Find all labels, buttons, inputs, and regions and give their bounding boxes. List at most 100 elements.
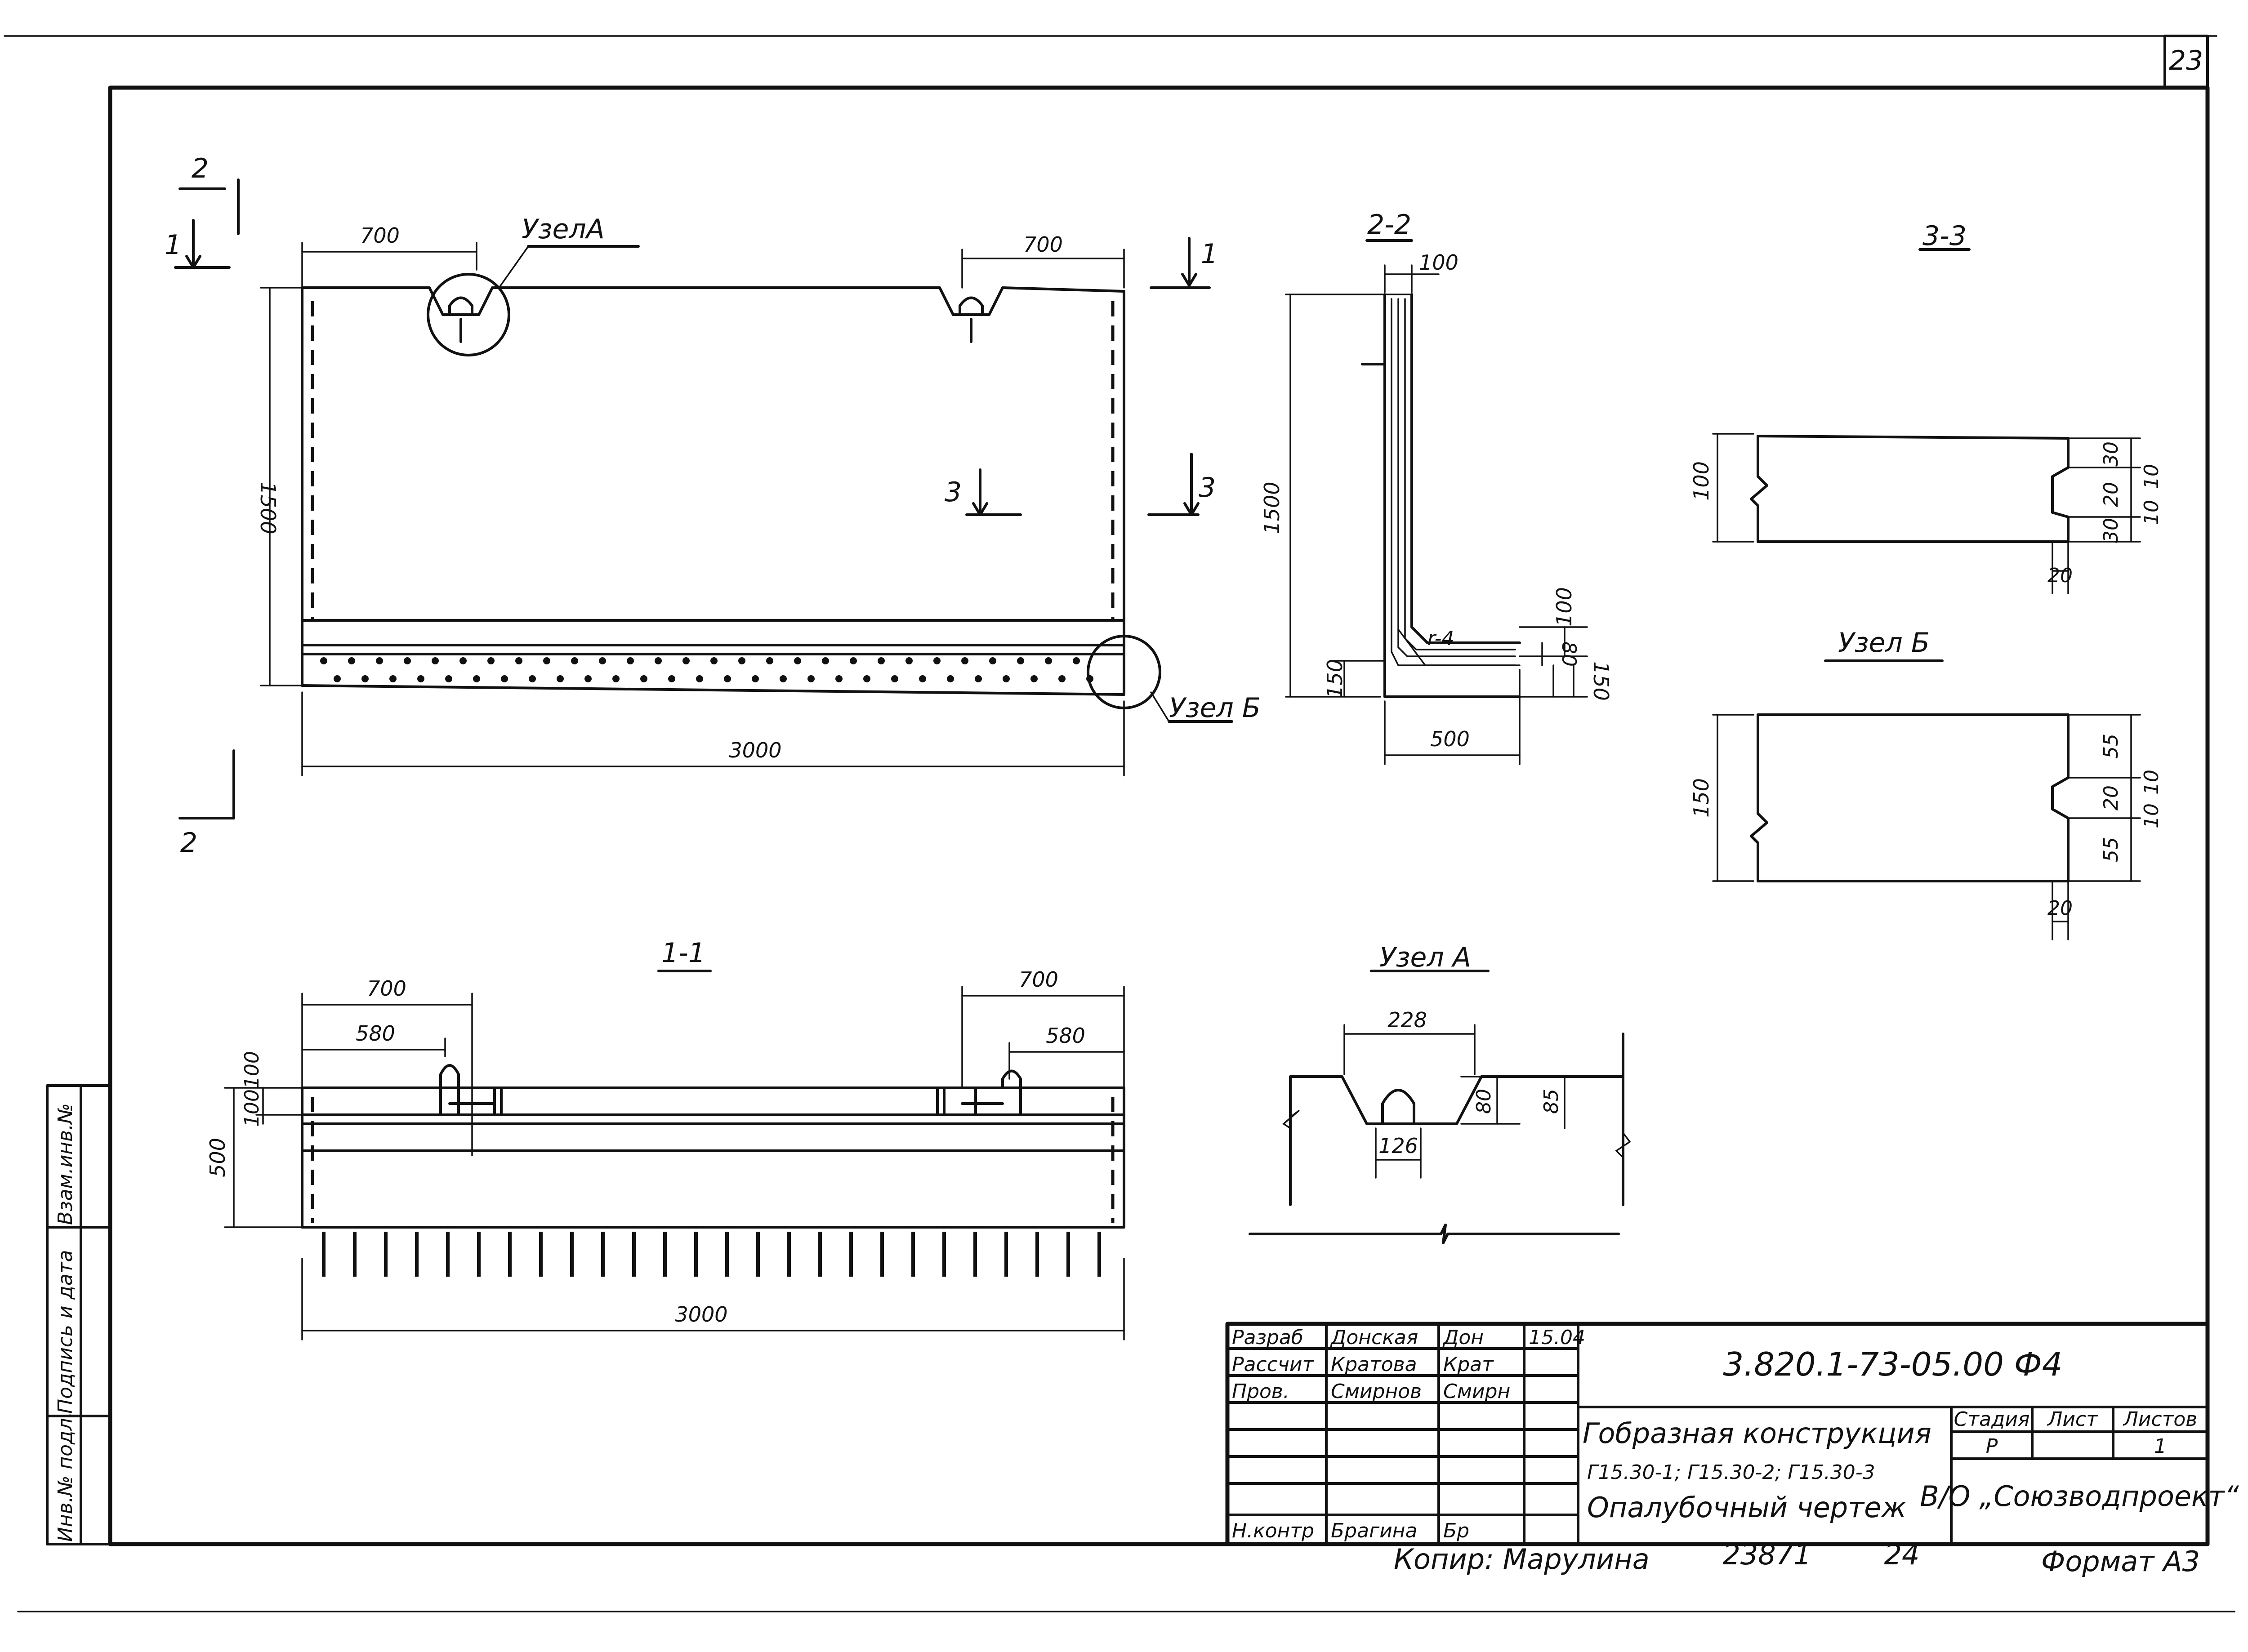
perforation-dot (487, 657, 495, 664)
nb-dim-20: 20 (2100, 785, 2123, 810)
node-a-detail (1249, 970, 1631, 1244)
na-dim-126: 126 (1378, 1134, 1418, 1158)
perforation-dot (933, 657, 941, 664)
perforation-dot (640, 675, 647, 682)
perforation-dot (557, 675, 564, 682)
perforation-dot (320, 657, 327, 664)
node-a-title: Узел А (1379, 942, 1471, 973)
sheets-value: 1 (2154, 1435, 2167, 1458)
s22-dim-500: 500 (1430, 727, 1470, 751)
perforation-dot (584, 675, 592, 682)
perforation-dot (738, 657, 745, 664)
sheets-label: Листов (2123, 1408, 2197, 1431)
section-3-3-title: 3-3 (1922, 220, 1967, 252)
perforation-dot (334, 675, 341, 682)
perforation-dot (1045, 657, 1052, 664)
na-dim-228: 228 (1387, 1008, 1427, 1032)
section-2-2 (1285, 239, 1588, 765)
inv-orig-label: Инв.№ подл. (54, 1412, 77, 1542)
perforation-dot (473, 675, 480, 682)
perforation-dot (863, 675, 870, 682)
na-dim-80: 80 (1472, 1089, 1495, 1114)
perforation-dot (376, 657, 383, 664)
main-dim-3000: 3000 (729, 738, 781, 762)
title-line-3: Опалубочный чертеж (1587, 1491, 1906, 1524)
tb-row-name: Брагина (1331, 1519, 1418, 1542)
sheet-label: Лист (2047, 1408, 2098, 1431)
tb-row-role: Н.контр (1232, 1519, 1314, 1542)
s11-dim-100-a: 100 (241, 1051, 263, 1089)
na-dim-85: 85 (1540, 1089, 1563, 1114)
sheet-frame (4, 35, 2235, 1612)
sign-date-label: Подпись и дата (54, 1250, 77, 1414)
archive-number: 23871 (1722, 1538, 1811, 1571)
perforation-dot (975, 675, 982, 682)
perforation-dot (571, 657, 578, 664)
perforation-dot (417, 675, 424, 682)
s11-dim-700-left: 700 (367, 976, 406, 1001)
title-line-1: Гобразная конструкция (1583, 1417, 1931, 1450)
tb-row-date: 15.04 (1529, 1326, 1585, 1349)
perforation-dot (1073, 657, 1080, 664)
perforation-dot (919, 675, 926, 682)
perforation-dot (529, 675, 536, 682)
s33-dim-30-bottom: 30 (2100, 518, 2123, 543)
perforation-dot (766, 657, 773, 664)
nb-dim-55-bottom: 55 (2100, 837, 2123, 862)
tb-row-sign: Смирн (1443, 1380, 1510, 1403)
perforation-dot (1086, 675, 1093, 682)
perforation-dot (905, 657, 913, 664)
perforation-dot (1017, 657, 1024, 664)
perforation-dot (835, 675, 843, 682)
perforation-dot (696, 675, 703, 682)
s11-dim-580-right: 580 (1046, 1024, 1085, 1048)
perforation-dot (794, 657, 801, 664)
nb-dim-20-bottom: 20 (2047, 897, 2073, 920)
copied-by: Копир: Марулина (1394, 1543, 1650, 1576)
perforation-dot (780, 675, 787, 682)
stage-label: Стадия (1954, 1408, 2030, 1431)
tb-row-sign: Бр (1443, 1519, 1469, 1542)
tb-row-name: Кратова (1331, 1353, 1417, 1376)
tb-row-sign: Дон (1442, 1326, 1484, 1349)
tb-row-sign: Крат (1443, 1353, 1494, 1376)
perforation-dot (878, 657, 885, 664)
s22-dim-100-right: 100 (1552, 587, 1576, 627)
inv-replace-label: Взам.инв.№ (54, 1103, 77, 1225)
perforation-dot (668, 675, 675, 682)
perforation-dot (1003, 675, 1010, 682)
s11-dim-100-b: 100 (241, 1089, 263, 1127)
tb-row-role: Разраб (1232, 1326, 1303, 1349)
node-b-title: Узел Б (1838, 627, 1930, 659)
perforation-dot (655, 657, 662, 664)
cut-1-left: 1 (165, 229, 182, 261)
tb-row-name: Донская (1330, 1326, 1418, 1349)
main-dim-700-right: 700 (1023, 232, 1063, 257)
section-1-1 (224, 970, 1125, 1340)
perforation-dot (961, 657, 968, 664)
nb-dim-150: 150 (1689, 778, 1713, 818)
nb-dim-10-a: 10 (2140, 770, 2163, 795)
perforation-dot (724, 675, 731, 682)
perforation-dot (599, 657, 606, 664)
perforation-dot (891, 675, 898, 682)
s33-dim-20: 20 (2100, 482, 2123, 507)
section-2-2-title: 2-2 (1367, 209, 1411, 240)
tb-row-name: Смирнов (1331, 1380, 1422, 1403)
perforation-dot (710, 657, 718, 664)
perforation-dot (752, 675, 759, 682)
perforation-dot (543, 657, 550, 664)
perforation-dot (348, 657, 355, 664)
format-label: Формат А3 (2041, 1545, 2200, 1578)
perforation-dot (1030, 675, 1038, 682)
perforation-dot (501, 675, 508, 682)
perforation-dot (361, 675, 369, 682)
perforation-dot (627, 657, 634, 664)
s33-dim-100: 100 (1689, 461, 1713, 501)
organization: В/О „Союзводпроект“ (1920, 1480, 2239, 1513)
perforation-dot (389, 675, 397, 682)
s11-dim-500: 500 (205, 1138, 230, 1177)
cut-1-right: 1 (1201, 238, 1218, 270)
perforation-dot (459, 657, 467, 664)
main-view (174, 178, 1233, 819)
